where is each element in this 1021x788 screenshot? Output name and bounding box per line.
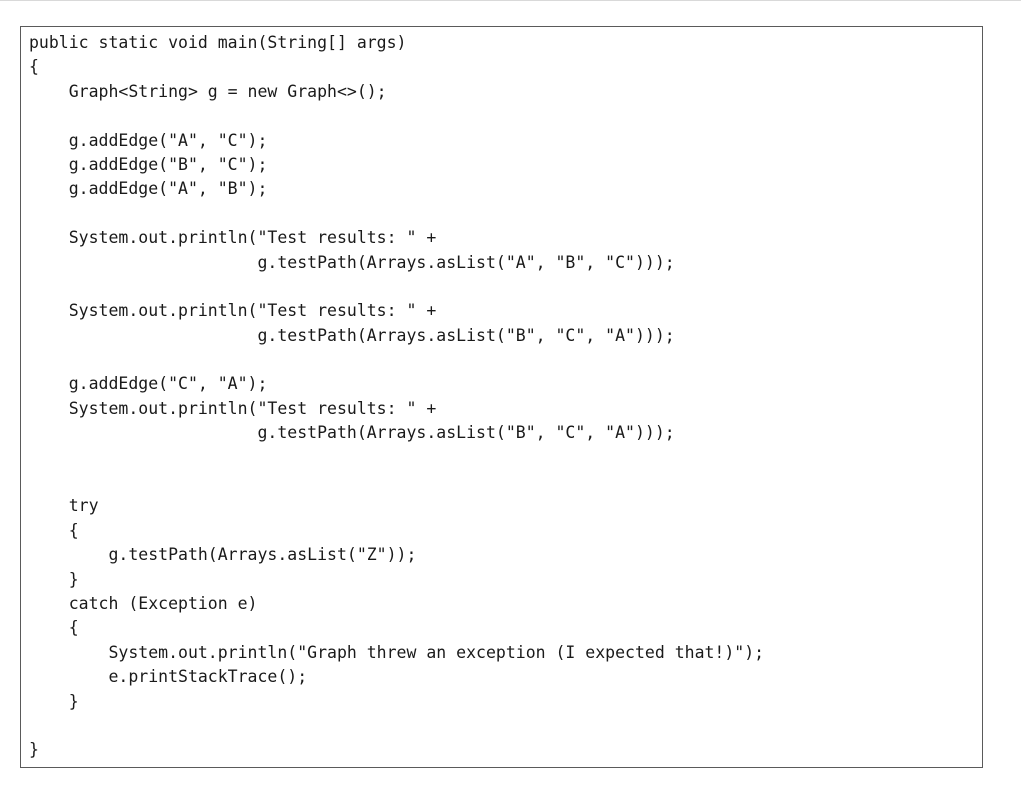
- code-line: public static void main(String[] args): [29, 33, 407, 52]
- code-line: }: [29, 691, 79, 711]
- top-divider: [0, 0, 1021, 1]
- code-line: {: [29, 618, 79, 638]
- code-line: g.addEdge("A", "C");: [29, 130, 268, 150]
- code-line: [29, 470, 764, 494]
- code-line: [29, 104, 764, 128]
- code-line: System.out.println("Test results: " +: [29, 228, 437, 248]
- code-line: [29, 202, 764, 226]
- code-line: [29, 275, 764, 299]
- code-line: e.printStackTrace();: [29, 667, 308, 687]
- code-line: {: [29, 520, 79, 540]
- code-line: g.testPath(Arrays.asList("A", "B", "C"))…: [29, 252, 675, 272]
- code-line: g.testPath(Arrays.asList("B", "C", "A"))…: [29, 423, 675, 443]
- code-line: try: [29, 496, 99, 516]
- code-line: g.addEdge("C", "A");: [29, 374, 268, 394]
- code-line: catch (Exception e): [29, 593, 258, 613]
- code-listing: public static void main(String[] args) {…: [29, 31, 764, 763]
- code-line: Graph<String> g = new Graph<>();: [29, 81, 387, 101]
- code-line: [29, 446, 764, 470]
- code-line: g.testPath(Arrays.asList("B", "C", "A"))…: [29, 325, 675, 345]
- code-listing-box: public static void main(String[] args) {…: [20, 26, 983, 768]
- code-line: g.addEdge("A", "B");: [29, 179, 268, 199]
- code-line: System.out.println("Graph threw an excep…: [29, 642, 765, 662]
- code-line: [29, 348, 764, 372]
- code-line: g.testPath(Arrays.asList("Z"));: [29, 545, 417, 565]
- code-line: [29, 714, 764, 738]
- code-line: System.out.println("Test results: " +: [29, 301, 437, 321]
- code-line: System.out.println("Test results: " +: [29, 398, 437, 418]
- code-line: }: [29, 569, 79, 589]
- code-line: g.addEdge("B", "C");: [29, 154, 268, 174]
- code-line: {: [29, 57, 39, 77]
- code-line: }: [29, 740, 39, 760]
